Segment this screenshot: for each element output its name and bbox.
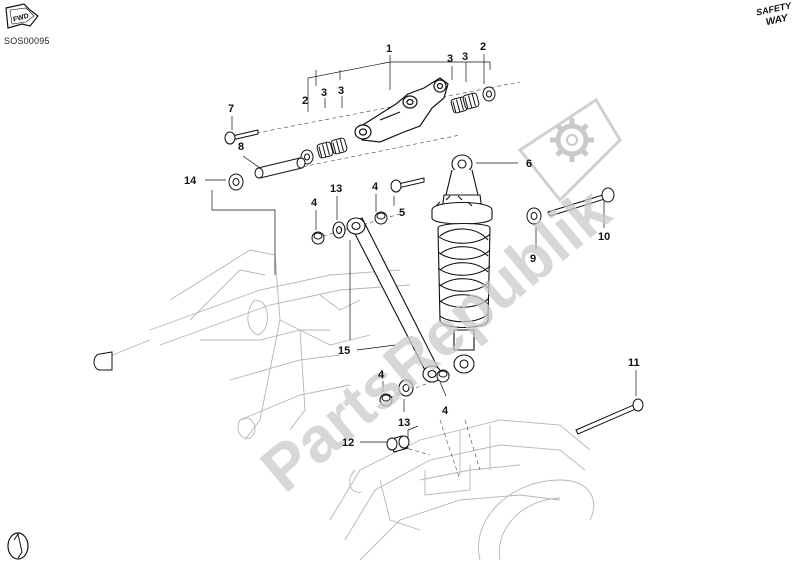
drawing-code: SOS00095 — [4, 36, 50, 46]
callout-5: 5 — [399, 207, 405, 219]
corner-mark-icon — [7, 532, 29, 560]
callout-8: 8 — [238, 141, 244, 153]
callout-13: 13 — [330, 183, 342, 195]
nut-part — [379, 369, 450, 407]
callout-13: 13 — [398, 417, 410, 429]
bolt-part — [547, 187, 615, 217]
callout-7: 7 — [228, 103, 234, 115]
washer-part — [526, 207, 542, 225]
callout-3: 3 — [321, 87, 327, 99]
washer-part — [300, 86, 496, 165]
brand-logo: SAFETY WAY — [752, 0, 796, 32]
callout-2: 2 — [302, 95, 308, 107]
bolt-part — [224, 129, 259, 145]
needle-bearing-part — [450, 92, 480, 114]
callout-3: 3 — [447, 53, 453, 65]
bushing-part — [93, 351, 113, 371]
washer-part — [228, 173, 244, 191]
tie-rod-part — [332, 217, 442, 397]
bushing-part — [386, 435, 410, 453]
callout-15: 15 — [338, 345, 350, 357]
needle-bearing-part — [316, 137, 348, 159]
callout-3: 3 — [338, 85, 344, 97]
bolt-part — [575, 398, 644, 435]
watermark-tab — [517, 97, 622, 203]
callout-4: 4 — [442, 405, 449, 417]
fwd-label: FWD — [12, 13, 29, 24]
callout-1: 1 — [386, 43, 392, 55]
background-frame-outline — [99, 249, 595, 561]
callout-10: 10 — [598, 231, 610, 243]
callout-4: 4 — [311, 197, 318, 209]
callout-6: 6 — [526, 158, 532, 170]
spacer-pin-part — [254, 157, 306, 179]
forward-direction-icon: FWD — [5, 3, 39, 29]
shock-absorber-part — [431, 154, 493, 374]
callout-3: 3 — [462, 51, 468, 63]
rocker-link-part — [354, 77, 449, 143]
callout-9: 9 — [530, 253, 536, 265]
callout-4: 4 — [378, 369, 385, 381]
brand-line-2: WAY — [764, 12, 789, 29]
callout-leaders — [205, 54, 637, 443]
nut-part — [311, 211, 388, 245]
callout-11: 11 — [628, 357, 640, 369]
callout-2: 2 — [480, 41, 486, 53]
bolt-part — [390, 177, 425, 193]
callout-14: 14 — [184, 175, 197, 187]
callout-numbers: 1 2 2 3 3 3 3 4 4 4 4 5 6 7 8 9 10 11 12… — [184, 41, 640, 449]
callout-4: 4 — [372, 181, 379, 193]
callout-12: 12 — [342, 437, 354, 449]
